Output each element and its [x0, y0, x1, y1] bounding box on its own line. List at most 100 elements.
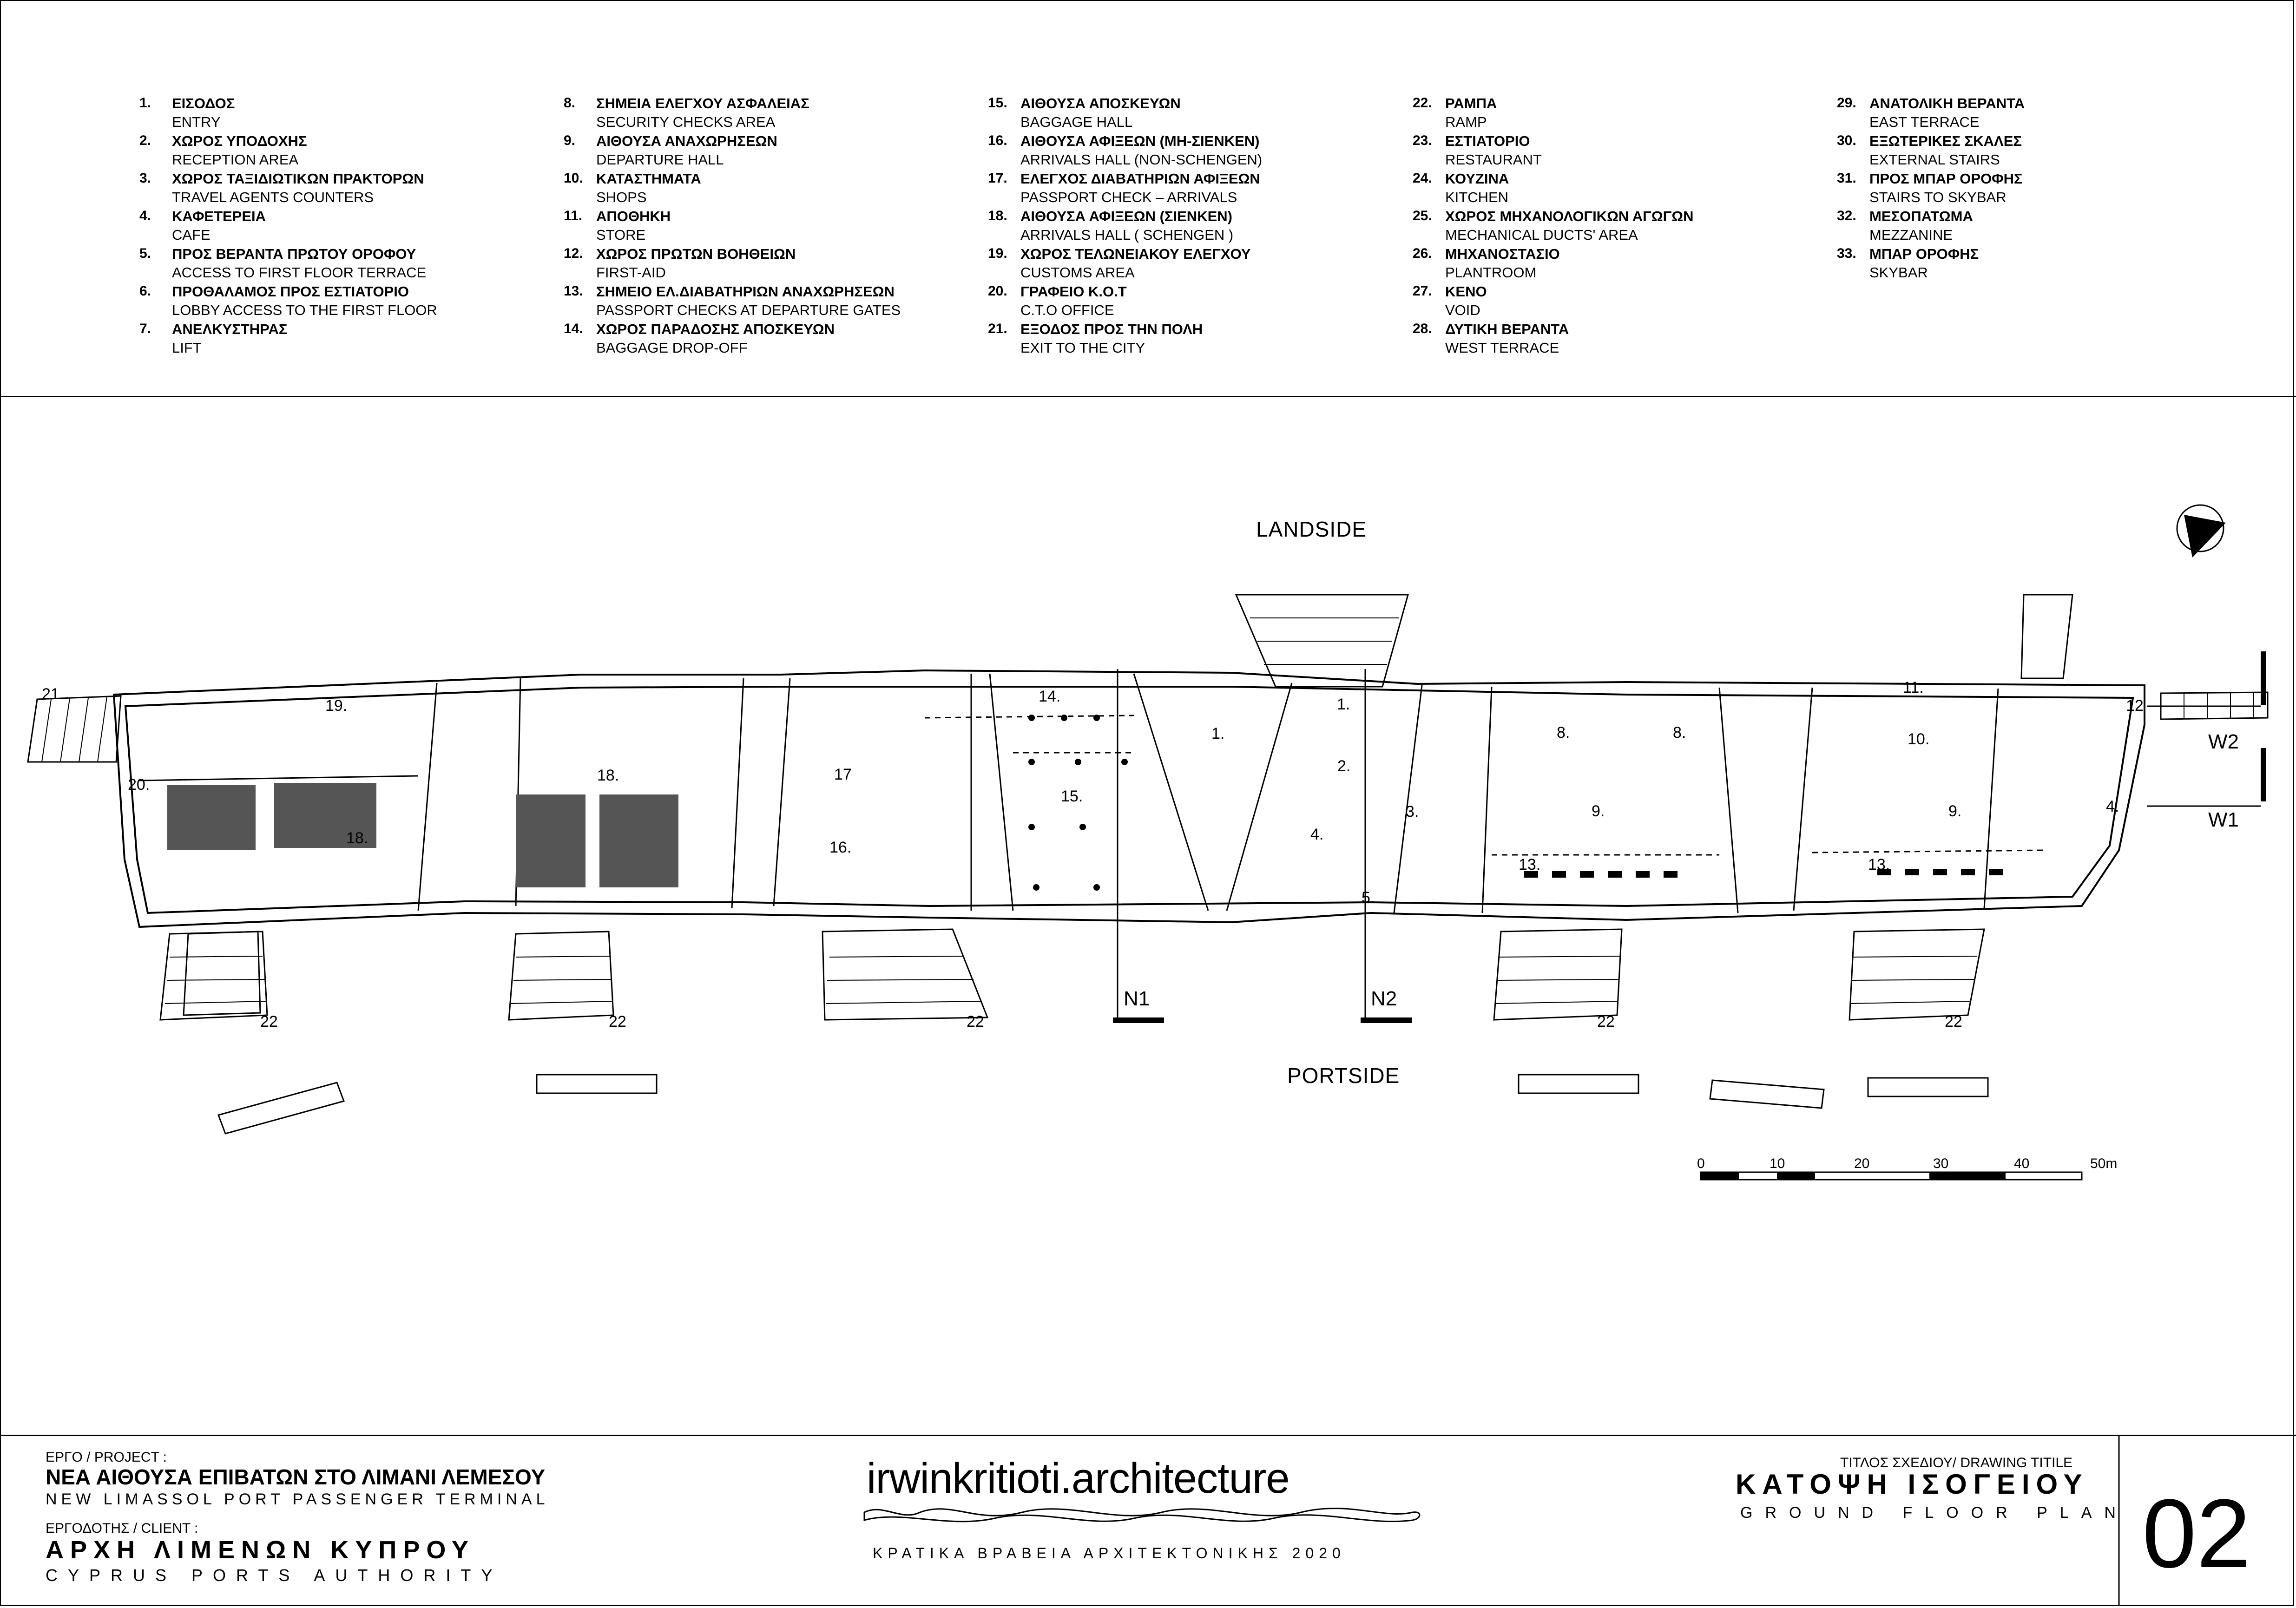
- legend-number: 11.: [564, 208, 583, 223]
- seating-block: [167, 785, 256, 850]
- legend-greek: ΕΞΟΔΟΣ ΠΡΟΣ ΤΗΝ ΠΟΛΗ: [1020, 321, 1203, 337]
- legend-english: EXTERNAL STAIRS: [1869, 151, 2000, 168]
- room-number-label: 1.: [1337, 696, 1350, 713]
- legend-greek: ΚΑΦΕΤΕΡΕΙΑ: [172, 208, 266, 224]
- scale-tick: 10: [1770, 1156, 1785, 1171]
- sheet-number: 02: [2142, 1479, 2251, 1588]
- legend-item: 18.ΑΙΘΟΥΣΑ ΑΦΙΞΕΩΝ (ΣΙΕΝΚΕΝ)ARRIVALS HAL…: [988, 208, 1397, 246]
- legend-number: 18.: [988, 208, 1007, 223]
- room-number-label: 17: [834, 766, 852, 783]
- legend-number: 2.: [139, 133, 151, 148]
- legend-number: 22.: [1413, 95, 1432, 111]
- legend-english: VOID: [1445, 302, 1480, 318]
- legend-number: 33.: [1837, 246, 1856, 261]
- legend-number: 7.: [139, 321, 151, 336]
- legend-greek: ΑΙΘΟΥΣΑ ΑΝΑΧΩΡΗΣΕΩΝ: [596, 133, 777, 149]
- scale-tick: 20: [1854, 1156, 1870, 1171]
- section-marker-w2: W2: [2208, 730, 2239, 753]
- room-number-label: 12: [2126, 697, 2144, 715]
- legend-number: 13.: [564, 283, 583, 299]
- legend-english: RECEPTION AREA: [172, 151, 299, 168]
- legend-number: 5.: [139, 246, 151, 261]
- legend-greek: ΑΙΘΟΥΣΑ ΑΦΙΞΕΩΝ (ΜΗ-ΣΙΕΝΚΕΝ): [1020, 133, 1260, 149]
- legend-number: 20.: [988, 283, 1007, 299]
- legend-number: 32.: [1837, 208, 1856, 223]
- scale-tick: 0: [1697, 1156, 1705, 1171]
- legend-item: 30. ΕΞΩΤΕΡΙΚΕΣ ΣΚΑΛΕΣ EXTERNAL STAIRS: [1837, 133, 2246, 171]
- legend-greek: ΧΩΡΟΣ ΜΗΧΑΝΟΛΟΓΙΚΩΝ ΑΓΩΓΩΝ: [1445, 208, 1694, 224]
- legend-number: 4.: [139, 208, 151, 223]
- legend-english: KITCHEN: [1445, 189, 1509, 205]
- legend-greek: ΚΟΥΖΙΝΑ: [1445, 171, 1509, 187]
- legend-number: 9.: [564, 133, 576, 148]
- award-text: ΚΡΑΤΙΚΑ ΒΡΑΒΕΙΑ ΑΡΧΙΤΕΚΤΟΝΙΚΗΣ 2020: [873, 1545, 1346, 1562]
- titleblock-divider: [0, 1435, 2296, 1436]
- legend-number: 21.: [988, 321, 1007, 336]
- legend-greek: ΧΩΡΟΣ ΠΑΡΑΔΟΣΗΣ ΑΠΟΣΚΕΥΩΝ: [596, 321, 835, 337]
- legend-greek: ΣΗΜΕΙΟ ΕΛ.ΔΙΑΒΑΤΗΡΙΩΝ ΑΝΑΧΩΡΗΣΕΩΝ: [596, 283, 895, 300]
- legend-number: 31.: [1837, 171, 1856, 186]
- room-number-label: 3.: [1406, 803, 1419, 820]
- legend-number: 6.: [139, 283, 151, 299]
- legend-greek: ΑΝΑΤΟΛΙΚΗ ΒΕΡΑΝΤΑ: [1869, 95, 2025, 112]
- legend-number: 3.: [139, 171, 151, 186]
- section-marker-w2-bar: [2261, 651, 2266, 705]
- legend-number: 30.: [1837, 133, 1856, 148]
- legend-number: 10.: [564, 171, 583, 186]
- room-number-label: 8.: [1557, 724, 1570, 742]
- legend-greek: ΧΩΡΟΣ ΤΑΞΙΔΙΩΤΙΚΩΝ ΠΡΑΚΤΟΡΩΝ: [172, 171, 424, 187]
- legend-english: ACCESS TO FIRST FLOOR TERRACE: [172, 264, 427, 281]
- room-number-label: 22: [260, 1013, 278, 1030]
- legend-english: BAGGAGE DROP-OFF: [596, 340, 748, 356]
- legend-english: FIRST-AID: [596, 264, 666, 281]
- legend-english: SKYBAR: [1869, 264, 1928, 281]
- section-marker-n2-bar: [1361, 1017, 1412, 1023]
- legend-english: ENTRY: [172, 114, 221, 130]
- legend-english: STORE: [596, 227, 646, 243]
- section-marker-w1-bar: [2261, 748, 2266, 801]
- legend-number: 28.: [1413, 321, 1432, 336]
- legend-greek: ΠΡΟΣ ΜΠΑΡ ΟΡΟΦΗΣ: [1869, 171, 2023, 187]
- project-title-greek: ΝΕΑ ΑΙΘΟΥΣΑ ΕΠΙΒΑΤΩΝ ΣΤΟ ΛΙΜΑΝΙ ΛΕΜΕΣΟΥ: [46, 1465, 546, 1489]
- legend-greek: ΕΞΩΤΕΡΙΚΕΣ ΣΚΑΛΕΣ: [1869, 133, 2022, 149]
- firm-name: irwinkritioti.architecture: [867, 1455, 1290, 1502]
- legend-greek: ΧΩΡΟΣ ΠΡΩΤΩΝ ΒΟΗΘΕΙΩΝ: [596, 246, 796, 262]
- legend-greek: ΧΩΡΟΣ ΥΠΟΔΟΧΗΣ: [172, 133, 307, 149]
- legend-english: MECHANICAL DUCTS' AREA: [1445, 227, 1638, 243]
- ramp: [159, 931, 268, 1021]
- legend-greek: ΚΕΝΟ: [1445, 283, 1487, 300]
- legend-english: EAST TERRACE: [1869, 114, 1980, 130]
- legend-greek: ΜΕΣΟΠΑΤΩΜΑ: [1869, 208, 1973, 224]
- entrance-canopy: [1235, 594, 1409, 688]
- legend-greek: ΑΝΕΛΚΥΣΤΗΡΑΣ: [172, 321, 288, 337]
- legend-greek: ΓΡΑΦΕΙΟ Κ.Ο.Τ: [1020, 283, 1127, 300]
- legend-english: RESTAURANT: [1445, 151, 1542, 168]
- room-number-label: 21.: [42, 685, 64, 703]
- legend-number: 1.: [139, 95, 151, 111]
- room-number-label: 8.: [1673, 724, 1686, 742]
- room-number-label: 9.: [1948, 802, 1962, 820]
- landside-label: LANDSIDE: [1256, 517, 1367, 541]
- legend-number: 16.: [988, 133, 1007, 148]
- building-outline: [112, 669, 2145, 928]
- legend-greek: ΕΛΕΓΧΟΣ ΔΙΑΒΑΤΗΡΙΩΝ ΑΦΙΞΕΩΝ: [1020, 171, 1260, 187]
